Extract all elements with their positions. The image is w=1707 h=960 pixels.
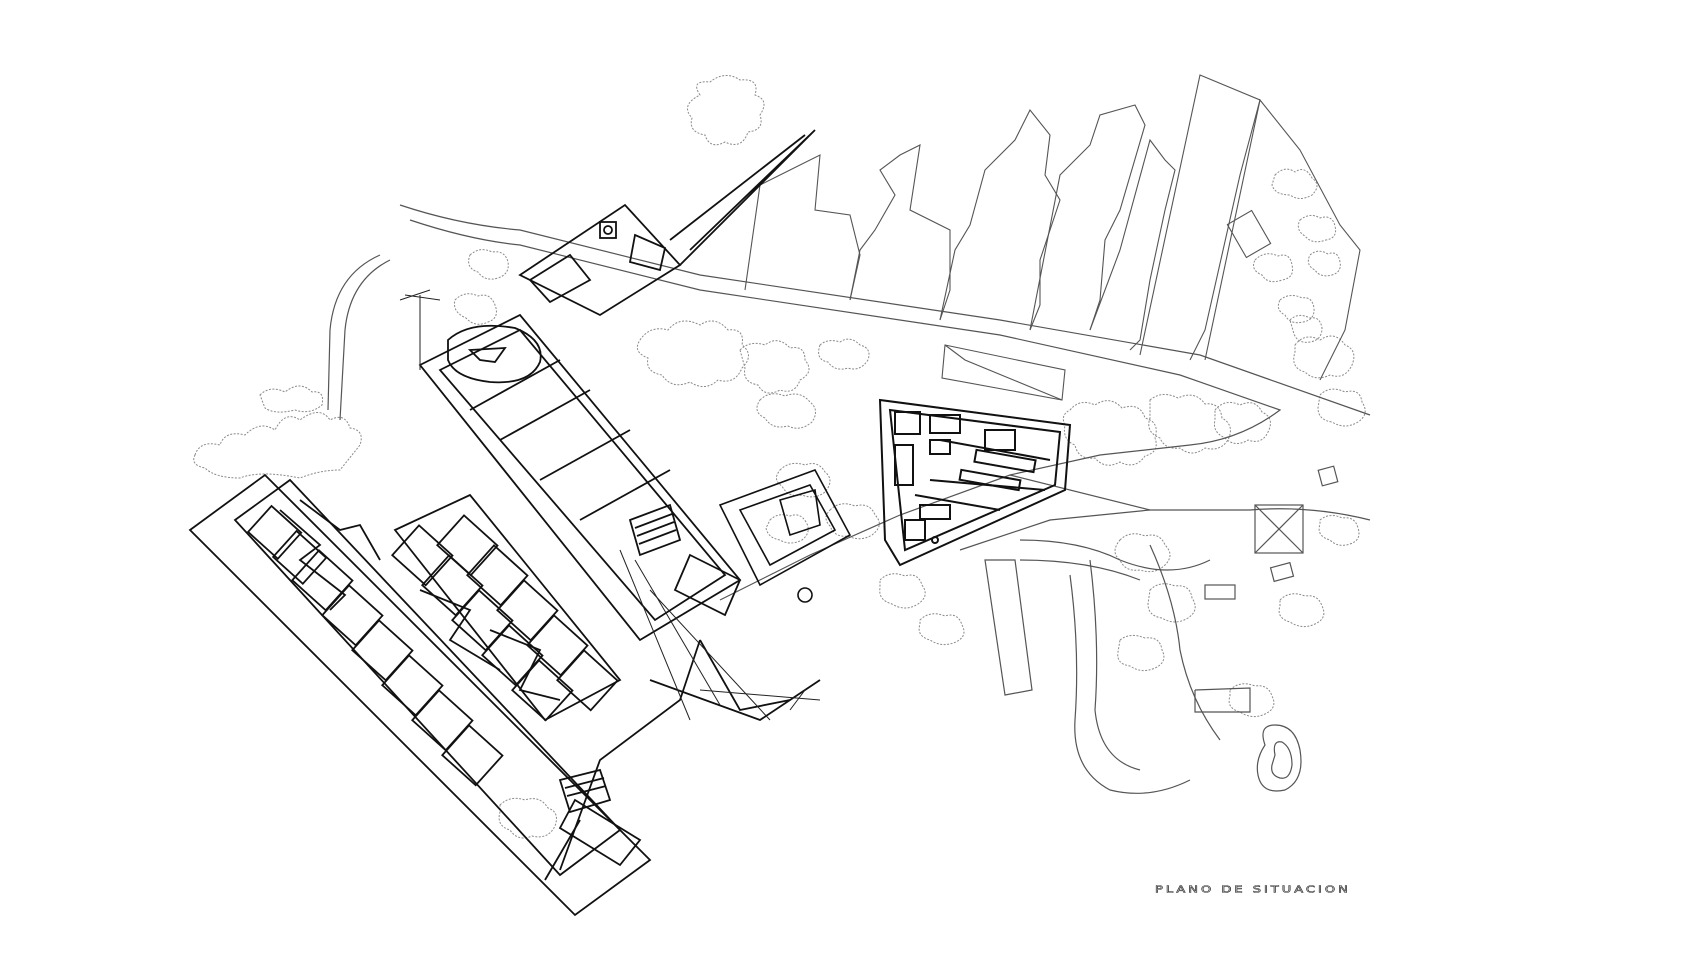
project-building-east-block [878,398,1072,567]
project-building-central-pavilion [718,469,852,603]
context-buildings [744,74,1361,401]
vegetation-canopies [193,75,1366,839]
drawing-title: PLANO DE SITUACION [1155,884,1351,896]
project-building-north-wing [418,129,816,642]
roads-and-paths [327,204,1371,794]
construction-lines [399,289,821,721]
project-building-south-wing [188,473,821,917]
